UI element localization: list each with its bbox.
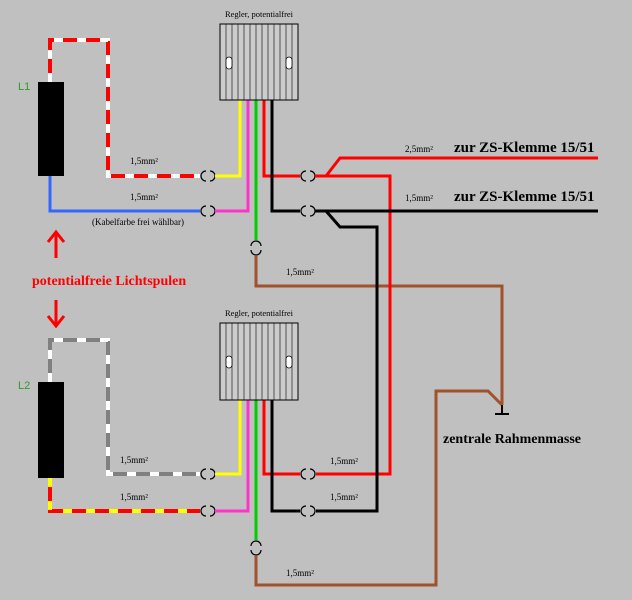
reg1-black-lead xyxy=(270,100,300,213)
top-red-size: 1,5mm² xyxy=(130,156,158,166)
bottom-redyellow-size: 1,5mm² xyxy=(120,492,148,502)
connector-out-red xyxy=(300,170,316,182)
coil2-body xyxy=(38,382,64,478)
bottom-red-size: 1,5mm² xyxy=(330,456,358,466)
top-brown-size: 1,5mm² xyxy=(286,267,314,277)
zs-terminal-2: zur ZS-Klemme 15/51 xyxy=(454,189,595,205)
connector-bottom-red xyxy=(300,468,316,480)
regulator2-label: Regler, potentialfrei xyxy=(225,308,294,318)
regulator2 xyxy=(219,322,299,401)
coil2-grey-wire xyxy=(48,338,200,476)
out-red-size: 2,5mm² xyxy=(405,144,433,154)
regulator1-label: Regler, potentialfrei xyxy=(225,9,294,19)
bottom-grey-size: 1,5mm² xyxy=(120,455,148,465)
reg2-red-lead xyxy=(262,400,300,476)
connector-bottom-green xyxy=(250,540,262,556)
out-red-branch xyxy=(316,174,392,476)
reg2-magenta-lead xyxy=(215,400,250,513)
connector-bottom-black xyxy=(300,505,316,517)
coil1-body xyxy=(38,82,64,176)
reg1-yellow-lead xyxy=(215,100,242,178)
top-brown-wire xyxy=(254,256,504,405)
connector-out-black xyxy=(300,205,316,217)
connector-top-magenta xyxy=(200,205,216,217)
bottom-brown-size: 1,5mm² xyxy=(286,568,314,578)
connector-top-yellow xyxy=(200,170,216,182)
coil2-red-yellow-wire xyxy=(48,478,200,513)
top-blue-size: 1,5mm² xyxy=(130,192,158,202)
connector-bottom-yellow xyxy=(200,468,216,480)
out-black-branch xyxy=(316,210,379,513)
connector-top-green xyxy=(250,240,262,256)
ground-symbol xyxy=(495,405,509,415)
coil2-label: L2 xyxy=(18,380,30,392)
out-red-wire xyxy=(315,156,598,178)
reg1-magenta-lead xyxy=(215,100,250,213)
coil1-blue-wire xyxy=(48,176,200,213)
reg2-black-lead xyxy=(270,400,300,513)
out-black-size: 1,5mm² xyxy=(405,193,433,203)
potential-free-label: potentialfreie Lichtspulen xyxy=(32,274,186,289)
coil1-red-white-wire xyxy=(48,38,200,178)
reg1-red-lead xyxy=(262,100,300,178)
bottom-brown-wire xyxy=(254,389,504,587)
ground-label: zentrale Rahmenmasse xyxy=(443,432,581,447)
coil1-label: L1 xyxy=(18,81,30,93)
double-arrow xyxy=(46,229,66,329)
top-blue-note: (Kabelfarbe frei wählbar) xyxy=(92,217,184,227)
regulator1 xyxy=(219,23,299,101)
reg2-yellow-lead xyxy=(215,400,242,476)
zs-terminal-1: zur ZS-Klemme 15/51 xyxy=(454,140,595,156)
connector-bottom-magenta xyxy=(200,505,216,517)
bottom-black-size: 1,5mm² xyxy=(330,492,358,502)
